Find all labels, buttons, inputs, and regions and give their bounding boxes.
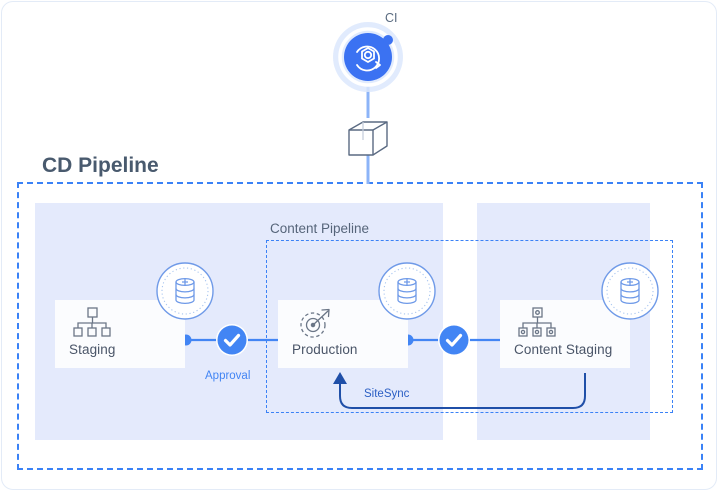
- database-badge-staging: [156, 262, 214, 320]
- database-badge-production: [378, 262, 436, 320]
- ci-label: CI: [385, 11, 398, 25]
- cd-pipeline-boundary: [17, 182, 703, 470]
- sitemap-config-icon: [516, 306, 560, 340]
- approval-check-icon[interactable]: [216, 324, 248, 356]
- sitesync-label: SiteSync: [364, 388, 410, 400]
- node-content-staging[interactable]: Content Staging: [500, 300, 630, 368]
- ci-icon[interactable]: [332, 21, 404, 93]
- database-badge-content-staging: [601, 262, 659, 320]
- wireframe-cube-icon: [345, 118, 391, 160]
- content-pipeline-title: Content Pipeline: [270, 221, 370, 236]
- node-content-staging-label: Content Staging: [514, 342, 613, 357]
- node-staging[interactable]: Staging: [55, 300, 185, 368]
- node-staging-label: Staging: [69, 342, 116, 357]
- sitemap-icon: [71, 306, 115, 340]
- node-production-label: Production: [292, 342, 358, 357]
- gauge-speedometer-icon: [294, 305, 338, 341]
- node-production[interactable]: Production: [278, 300, 408, 368]
- promote-check-icon[interactable]: [438, 324, 470, 356]
- content-pipeline-boundary: [266, 240, 673, 413]
- approval-label: Approval: [205, 370, 251, 382]
- cd-pipeline-title: CD Pipeline: [42, 154, 159, 177]
